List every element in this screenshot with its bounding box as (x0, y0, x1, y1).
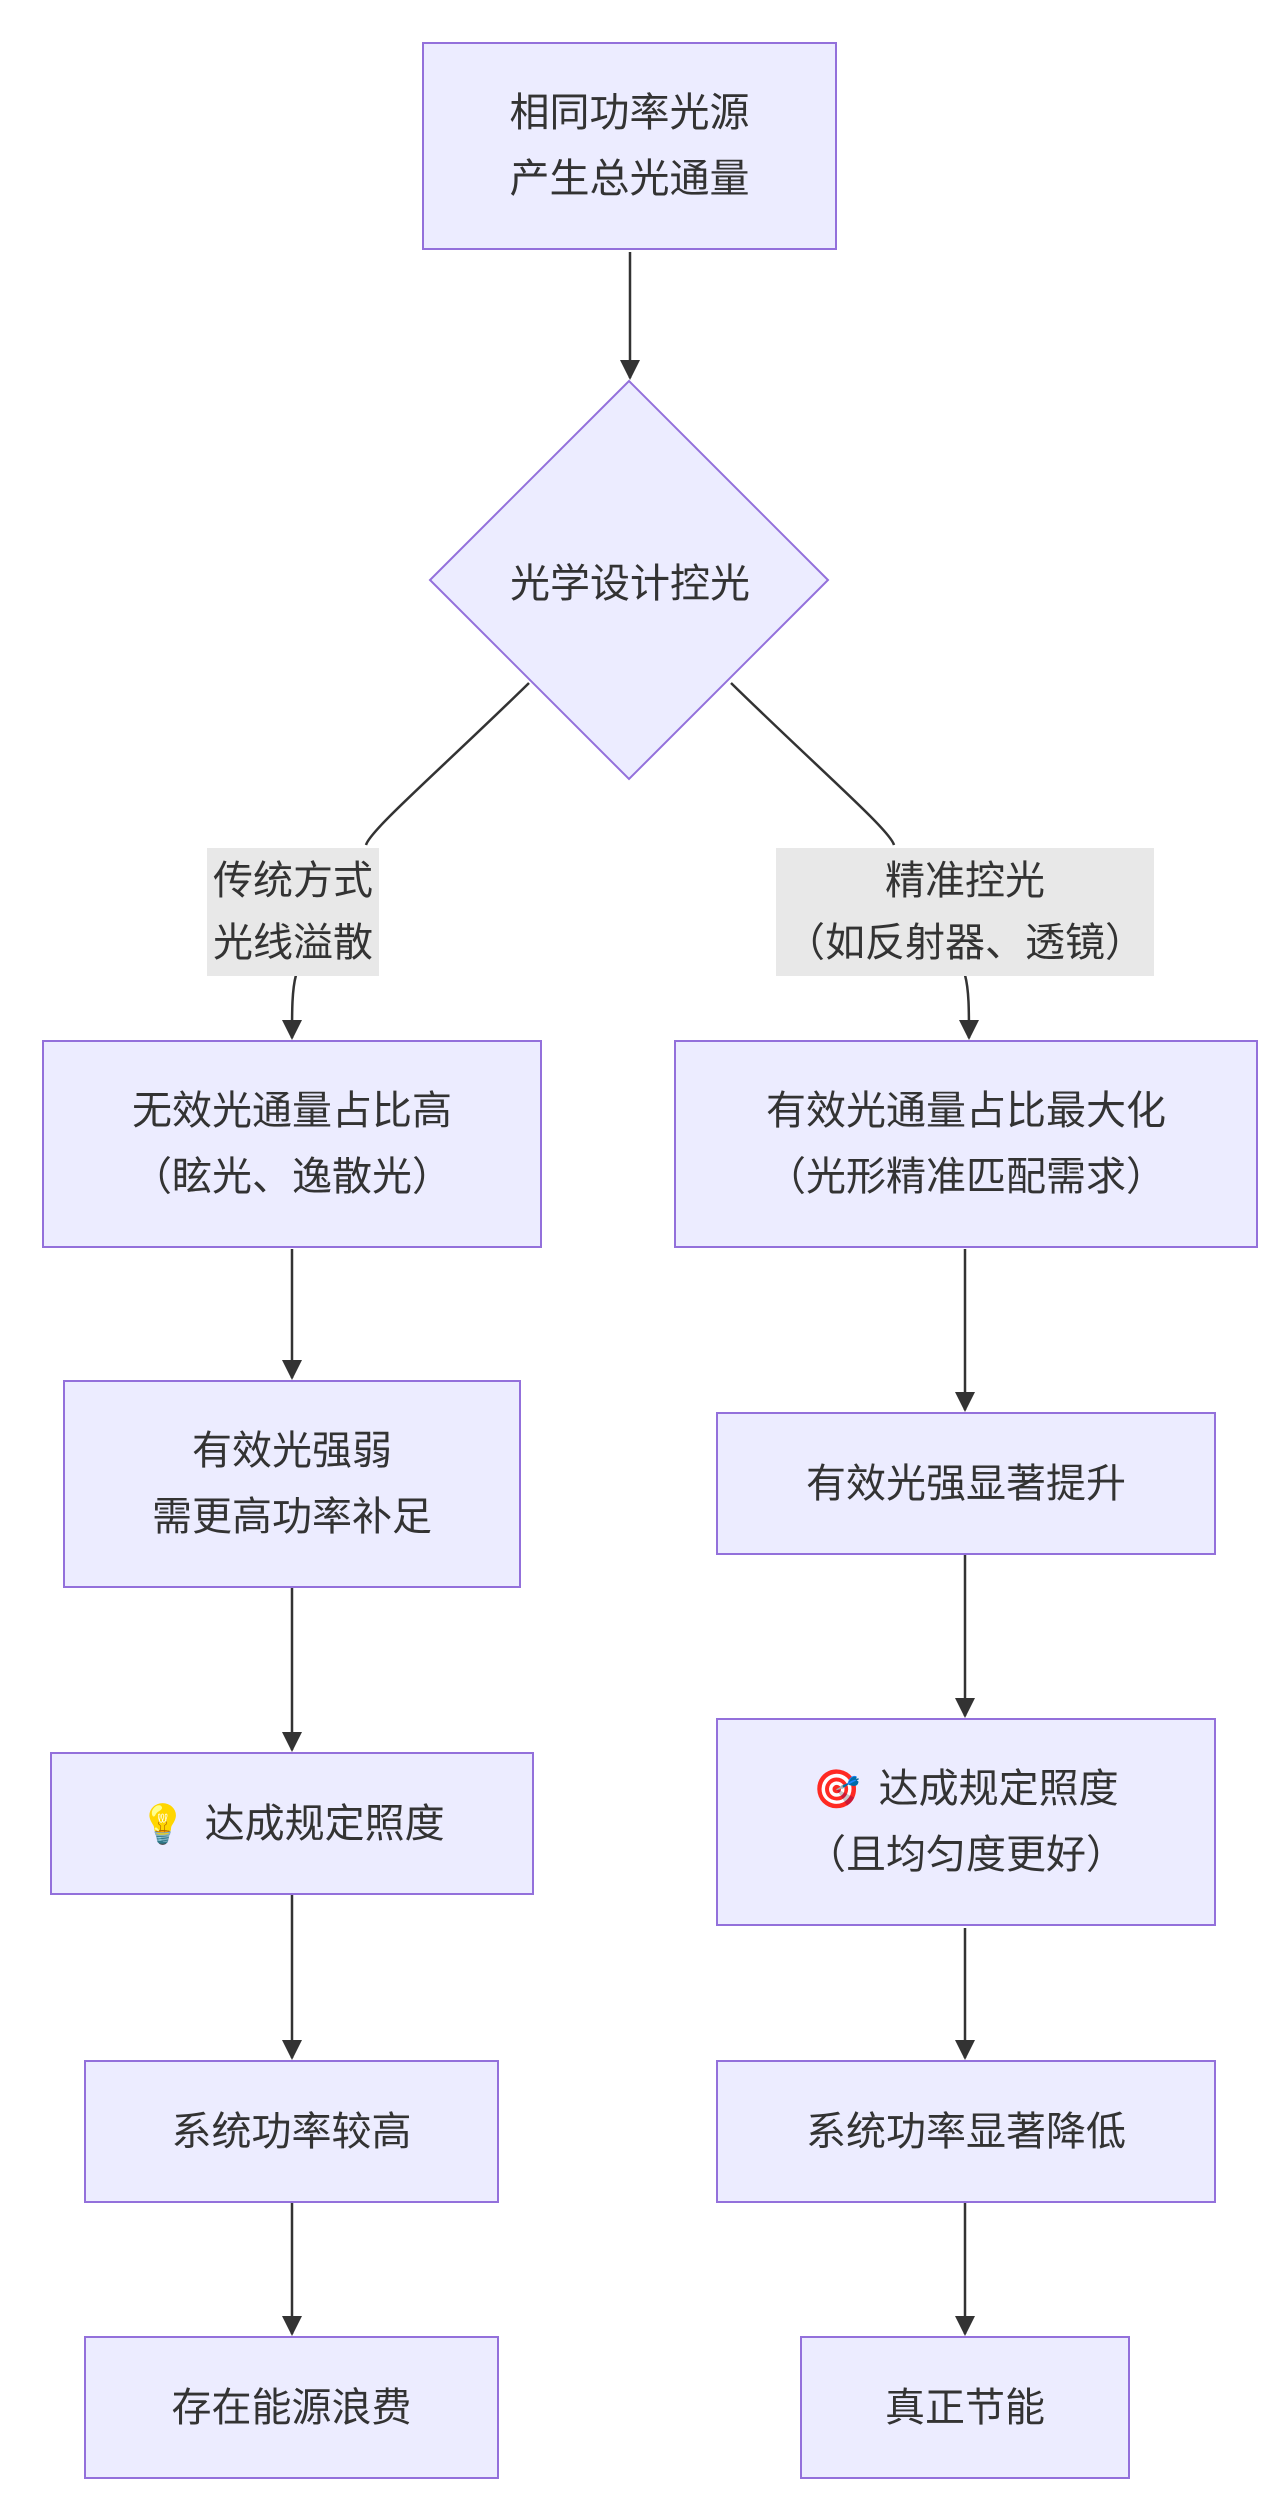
right-node-4-label: 系统功率显著降低 (806, 2108, 1126, 2155)
decision-label: 光学设计控光 (470, 545, 790, 615)
left-node-2-label: 有效光强弱 需更高功率补足 (152, 1428, 432, 1540)
left-node-1: 无效光通量占比高 （眩光、逸散光） (42, 1040, 542, 1248)
lightbulb-icon: 💡 (139, 1801, 187, 1846)
left-node-2: 有效光强弱 需更高功率补足 (63, 1380, 521, 1588)
right-node-2-label: 有效光强显著提升 (806, 1460, 1126, 1507)
right-node-3-line1: 🎯 达成规定照度 (813, 1756, 1118, 1822)
right-node-5-label: 真正节能 (885, 2384, 1045, 2431)
right-node-1: 有效光通量占比最大化 （光形精准匹配需求） (674, 1040, 1258, 1248)
right-node-5: 真正节能 (800, 2336, 1130, 2479)
edge-label-right: 精准控光 （如反射器、透镜） (776, 848, 1154, 976)
left-node-5-label: 存在能源浪费 (171, 2384, 412, 2431)
edge-label-left-text: 传统方式 光线溢散 (213, 858, 373, 966)
right-node-3-label-2: （且均匀度更好） (806, 1832, 1126, 1878)
target-icon: 🎯 (813, 1767, 861, 1811)
edge-label-right-text: 精准控光 （如反射器、透镜） (785, 858, 1145, 966)
left-node-3-label: 达成规定照度 (204, 1800, 445, 1847)
source-node-label: 相同功率光源 产生总光通量 (509, 90, 750, 202)
left-node-4-label: 系统功率较高 (171, 2108, 412, 2155)
left-node-5: 存在能源浪费 (84, 2336, 499, 2479)
edge-decision-right (730, 682, 896, 846)
edge-right-label-node (958, 974, 979, 1040)
edge-decision-left (364, 682, 530, 846)
source-node: 相同功率光源 产生总光通量 (422, 42, 837, 250)
left-node-1-label: 无效光通量占比高 （眩光、逸散光） (132, 1088, 452, 1200)
right-node-3: 🎯 达成规定照度 （且均匀度更好） (716, 1718, 1216, 1926)
left-node-3: 💡 达成规定照度 (50, 1752, 534, 1895)
right-node-1-label: 有效光通量占比最大化 （光形精准匹配需求） (766, 1088, 1166, 1200)
decision-diamond (428, 379, 830, 781)
edge-label-left: 传统方式 光线溢散 (207, 848, 379, 976)
right-node-2: 有效光强显著提升 (716, 1412, 1216, 1555)
decision-label-text: 光学设计控光 (510, 561, 750, 607)
edge-left-label-node (282, 974, 303, 1040)
left-node-4: 系统功率较高 (84, 2060, 499, 2203)
right-node-4: 系统功率显著降低 (716, 2060, 1216, 2203)
right-node-3-label-1: 达成规定照度 (878, 1766, 1119, 1812)
